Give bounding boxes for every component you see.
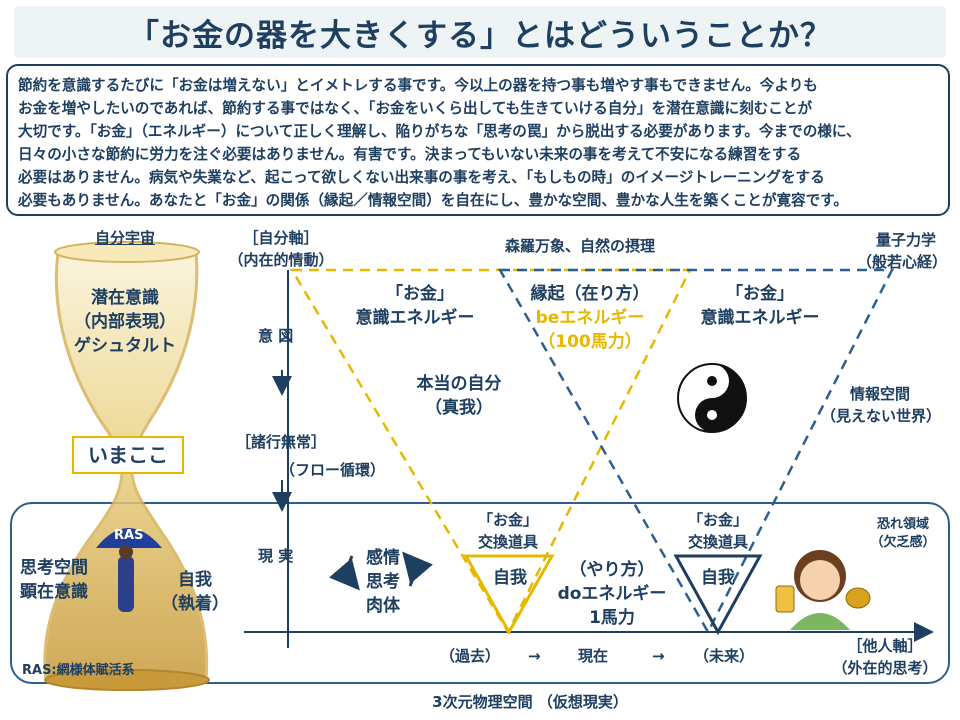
gold-ego-triangle bbox=[463, 554, 555, 636]
intro-box: 節約を意識するたびに「お金は増えない」とイメトレする事です。今以上の器を持つ事も… bbox=[6, 64, 950, 216]
ego-triangle-right-label: 自我 bbox=[701, 568, 735, 588]
quantum-sub-label: （般若心経） bbox=[856, 253, 947, 271]
exchange-tool-right: 「お金」 bbox=[687, 511, 748, 529]
intro-line: お金を増やしたいのであれば、節約する事ではなく、「お金をいくら出しても生きていけ… bbox=[18, 100, 813, 117]
intro-line: 大切です。「お金」（エネルギー）について正しく理解し、陥りがちな「思考の罠」から… bbox=[18, 123, 861, 140]
info-space-label: 情報空間 bbox=[849, 385, 910, 403]
latent-label: 潜在意識 bbox=[91, 288, 159, 308]
page-title: 「お金の器を大きくする」とはどういうことか？ bbox=[128, 18, 832, 54]
intro-line: 必要はありません。病気や失業など、起こって欲しくない出来事の事を考え、「もしもの… bbox=[18, 169, 825, 186]
shinra-label: 森羅万象、自然の摂理 bbox=[504, 237, 655, 255]
do-energy-label: doエネルギー bbox=[557, 584, 667, 604]
reality-label: 現 実 bbox=[258, 547, 294, 565]
money-energy-left-sub: 意識エネルギー bbox=[355, 308, 475, 328]
quantum-label: 量子力学 bbox=[875, 231, 936, 249]
self-axis-label: ［自分軸］ bbox=[243, 229, 319, 247]
intent-label: 意 図 bbox=[258, 327, 294, 345]
title-bar: 「お金の器を大きくする」とはどういうことか？ bbox=[14, 6, 946, 58]
fear-area-label: 恐れ領域 bbox=[876, 517, 929, 532]
intro-line: 日々の小さな節約に労力を注ぐ必要はありません。有害です。決まってもいない未来の事… bbox=[18, 146, 802, 163]
ego-triangle-left-label: 自我 bbox=[493, 568, 527, 588]
exchange-tool-right-sub: 交換道具 bbox=[687, 533, 748, 551]
timeline-arrow: → bbox=[652, 647, 665, 665]
timeline-present: 現在 bbox=[578, 647, 609, 665]
navy-ego-triangle bbox=[673, 554, 763, 636]
timeline-past: （過去） bbox=[440, 647, 501, 665]
timeline-arrow: → bbox=[528, 647, 541, 665]
conscious-label: 顕在意識 bbox=[20, 582, 88, 602]
yarikata-label: （やり方） bbox=[569, 560, 655, 580]
self-universe-label: 自分宇宙 bbox=[94, 229, 155, 247]
self-axis-sub-label: （内在的情動） bbox=[228, 251, 334, 269]
info-space-sub-label: （見えない世界） bbox=[820, 407, 941, 425]
impermanence-label: ［諸行無常］ bbox=[236, 433, 327, 451]
thinking-space-label: 思考空間 bbox=[20, 558, 88, 578]
physical-space-box bbox=[10, 502, 950, 684]
gold-dashed-triangle bbox=[289, 268, 693, 635]
flow-label: （フロー循環） bbox=[280, 461, 386, 479]
ras-note: RAS:網様体賦活系 bbox=[22, 663, 135, 678]
money-energy-left: 「お金」 bbox=[386, 284, 454, 304]
timeline-future: （未来） bbox=[694, 647, 755, 665]
other-axis-sub-label: （外在的思考） bbox=[832, 659, 938, 677]
umbrella-icon bbox=[96, 528, 162, 548]
exchange-tool-left-sub: 交換道具 bbox=[477, 533, 538, 551]
money-energy-right-sub: 意識エネルギー bbox=[700, 308, 820, 328]
yin-yang-icon bbox=[677, 363, 747, 433]
ego-label: 自我 bbox=[178, 570, 212, 590]
attachment-label: （執着） bbox=[161, 594, 229, 614]
fear-area-sub-label: （欠乏感） bbox=[870, 535, 936, 550]
true-self-label: 本当の自分 bbox=[416, 374, 502, 394]
true-self-sub-label: （真我） bbox=[425, 398, 493, 418]
intro-line: 節約を意識するたびに「お金は増えない」とイメトレする事です。今以上の器を持つ事も… bbox=[18, 77, 818, 94]
be-energy-label: beエネルギー bbox=[535, 308, 645, 328]
cycle-arrows-icon bbox=[328, 551, 434, 591]
thoughts-label: 思考 bbox=[366, 572, 400, 592]
woman-with-calculator-illustration bbox=[775, 550, 871, 630]
ras-badge: RAS bbox=[114, 528, 144, 543]
blue-dashed-triangle bbox=[497, 268, 895, 635]
other-axis-label: ［他人軸］ bbox=[847, 637, 923, 655]
do-energy-power: 1馬力 bbox=[589, 608, 635, 628]
engi-label: 縁起（在り方） bbox=[530, 284, 650, 304]
be-energy-power: （100馬力） bbox=[538, 332, 642, 352]
intro-line: 必要もありません。あなたと「お金」の関係（縁起／情報空間）を自在にし、豊かな空間… bbox=[18, 192, 848, 209]
money-energy-right: 「お金」 bbox=[726, 284, 794, 304]
body-label: 肉体 bbox=[366, 596, 400, 616]
physical-space-caption: 3次元物理空間 （仮想現実） bbox=[432, 693, 628, 711]
imakoko-badge: いまここ bbox=[72, 436, 184, 474]
exchange-tool-left: 「お金」 bbox=[477, 511, 538, 529]
feelings-label: 感情 bbox=[366, 548, 400, 568]
latent-sub-label: （内部表現） bbox=[74, 312, 176, 332]
gestalt-label: ゲシュタルト bbox=[74, 336, 176, 356]
